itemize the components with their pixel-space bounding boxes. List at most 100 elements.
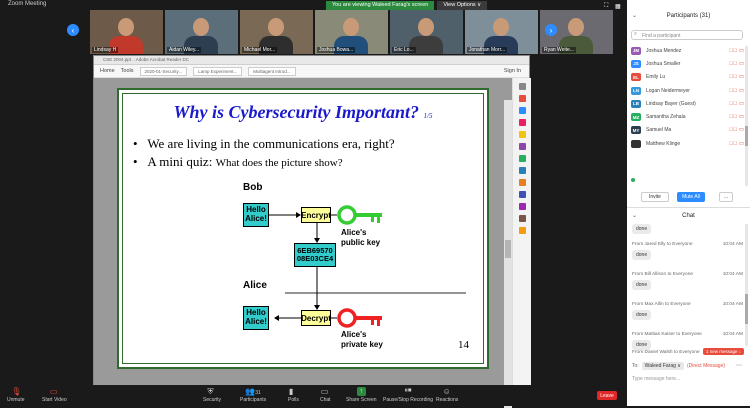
- chat-label: Chat: [320, 397, 331, 403]
- thumbnail-name: Eric Lo...: [392, 47, 416, 53]
- thumbnail-name: Joshua Bowa...: [317, 47, 356, 53]
- chat-more-icon[interactable]: ⋯: [736, 363, 742, 369]
- edit-pdf-icon[interactable]: [518, 119, 526, 126]
- view-options-button[interactable]: View Options ∨: [437, 0, 488, 10]
- search-icon[interactable]: [518, 83, 526, 90]
- panel-menu-icon[interactable]: ⌄: [632, 13, 638, 19]
- private-key-label-line1: Alice's: [341, 330, 367, 339]
- chat-sender: From Bill Allison to Everyone: [632, 272, 694, 277]
- tab-tools[interactable]: Tools: [120, 68, 134, 74]
- tab-home[interactable]: Home: [100, 68, 115, 74]
- participant-name: Joshua Mendez: [646, 47, 682, 54]
- participant-name: Samuel Ma: [646, 127, 672, 134]
- diagram-lines: [269, 205, 466, 328]
- leave-label: Leave: [600, 392, 614, 399]
- sign-in-link[interactable]: Sign In: [503, 68, 521, 74]
- comment-icon[interactable]: [518, 131, 526, 138]
- start-video-button[interactable]: ▭Start Video: [42, 387, 67, 403]
- bullet-1-text: We are living in the communications era,…: [147, 136, 395, 151]
- more-tools-icon[interactable]: [518, 215, 526, 222]
- redact-icon[interactable]: [518, 179, 526, 186]
- fullscreen-icon[interactable]: ⛶: [604, 3, 609, 9]
- chat-bubble: done: [632, 250, 652, 260]
- scrollbar-thumb[interactable]: [505, 240, 511, 258]
- invite-button[interactable]: Invite: [641, 192, 669, 202]
- leave-button[interactable]: Leave: [597, 391, 617, 400]
- chat-message-input[interactable]: Type message here...: [632, 376, 681, 382]
- document-view: Why is Cybersecurity Important? 1/5 • We…: [94, 78, 512, 408]
- recording-button[interactable]: ⏸⏹Pause/Stop Recording: [383, 387, 433, 403]
- alice-label: Alice: [243, 280, 267, 291]
- window-title: Zoom Meeting: [8, 1, 47, 7]
- participant-face: [343, 18, 359, 36]
- send-icon[interactable]: [518, 227, 526, 234]
- video-thumbnail[interactable]: Michael Mor...: [240, 10, 313, 54]
- unmute-button[interactable]: 🎙Unmute: [7, 387, 25, 403]
- video-thumbnail[interactable]: Ryan Weite...: [540, 10, 613, 54]
- combine-files-icon[interactable]: [518, 143, 526, 150]
- participant-search-input[interactable]: Find a participant: [631, 30, 743, 40]
- share-screen-button[interactable]: ↑Share Screen: [346, 387, 377, 403]
- scan-icon[interactable]: [518, 167, 526, 174]
- thumbnail-name: Ryan Weite...: [542, 47, 576, 53]
- mic-muted-icon: 🎙⃥ ▭: [729, 127, 744, 134]
- video-thumbnail[interactable]: Jonathan Morr...: [465, 10, 538, 54]
- doc-tab-1[interactable]: 2020-01-Security...: [139, 66, 188, 76]
- chat-scrollbar[interactable]: [745, 224, 748, 346]
- prev-page-arrow[interactable]: ‹: [67, 24, 79, 36]
- doc-tab-3[interactable]: Multiagent Introd...: [248, 66, 296, 76]
- gallery-view-icon[interactable]: ▦: [615, 4, 621, 10]
- chat-button[interactable]: ▭Chat: [320, 387, 331, 403]
- video-thumbnail[interactable]: Eric Lo...: [390, 10, 463, 54]
- create-pdf-icon[interactable]: [518, 107, 526, 114]
- participants-icon: 👥31: [245, 387, 261, 396]
- chat-collapse-icon[interactable]: ⌄: [632, 213, 638, 219]
- participant-body: [409, 36, 443, 54]
- new-message-badge[interactable]: 1 new message ↓: [703, 348, 745, 355]
- recording-label: Pause/Stop Recording: [383, 397, 434, 403]
- fill-sign-icon[interactable]: [518, 203, 526, 210]
- participant-body: [259, 36, 293, 54]
- mic-muted-icon: 🎙⃥ ▭: [729, 74, 744, 81]
- video-thumbnail[interactable]: Joshua Bowa...: [315, 10, 388, 54]
- participant-face: [118, 18, 134, 36]
- more-options-button[interactable]: ...: [719, 192, 733, 202]
- next-page-arrow[interactable]: ›: [545, 24, 557, 36]
- mic-muted-icon: 🎙⃥ ▭: [729, 100, 744, 107]
- security-button[interactable]: ⛨Security: [203, 387, 221, 403]
- organize-pages-icon[interactable]: [518, 155, 526, 162]
- mute-all-button[interactable]: Mute All: [677, 192, 705, 202]
- reactions-button[interactable]: ☺Reactions: [436, 387, 458, 403]
- status-dot: [631, 178, 635, 182]
- export-pdf-icon[interactable]: [518, 95, 526, 102]
- participant-list-scrollbar[interactable]: [745, 46, 748, 186]
- avatar: EL: [631, 73, 641, 82]
- bullet-2-text: A mini quiz:: [147, 154, 213, 169]
- chat-bubble: done: [632, 280, 652, 290]
- protect-icon[interactable]: [518, 191, 526, 198]
- chat-title: Chat: [682, 213, 695, 219]
- polls-button[interactable]: ▮Polls: [288, 387, 299, 403]
- chat-sender: From Max Allin to Everyone: [632, 302, 691, 307]
- doc-tab-2[interactable]: Lamp Experiment...: [193, 66, 243, 76]
- video-thumbnail[interactable]: Aidan Wiley...: [165, 10, 238, 54]
- participant-row[interactable]: Matthew Klinge🎙⃥ ▭: [627, 137, 750, 150]
- recipient-select[interactable]: Waleed Farag ∨: [641, 362, 684, 370]
- red-key-icon: [337, 308, 382, 328]
- video-thumbnail[interactable]: Lindsay H: [90, 10, 163, 54]
- participant-face: [568, 18, 584, 36]
- vertical-scrollbar[interactable]: [504, 100, 512, 408]
- avatar: LN: [631, 86, 641, 95]
